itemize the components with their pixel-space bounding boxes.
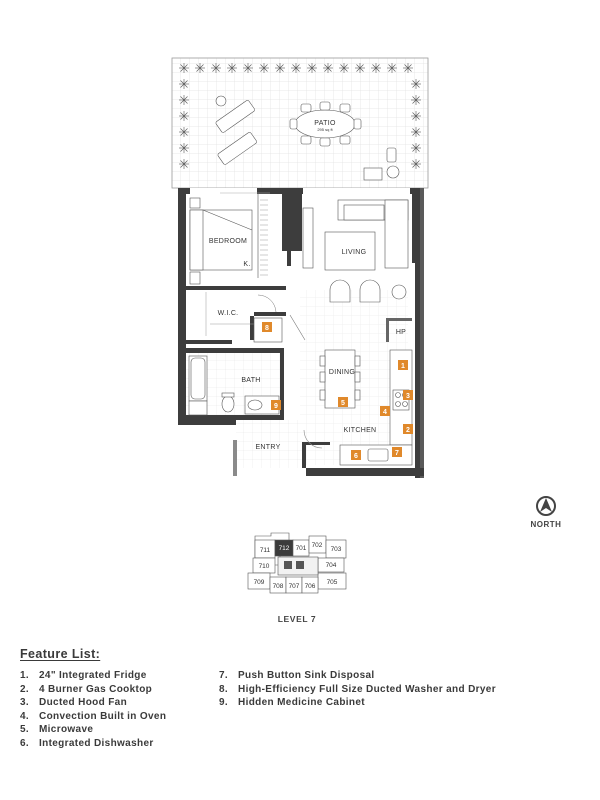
- plant-icon: [323, 63, 333, 73]
- badge-5: 5: [338, 397, 348, 407]
- plant-icon: [195, 63, 205, 73]
- living-furniture: [302, 199, 409, 303]
- feature-item: 1.24" Integrated Fridge: [20, 670, 147, 681]
- plant-icon: [339, 63, 349, 73]
- svg-text:6: 6: [354, 453, 358, 460]
- plant-icon: [179, 63, 189, 73]
- bedroom: [189, 192, 270, 285]
- plant-icon: [179, 111, 189, 121]
- entry-label: ENTRY: [255, 444, 280, 451]
- plant-icon: [179, 127, 189, 137]
- badge-8: 8: [262, 322, 272, 332]
- bedroom-label: BEDROOM: [209, 238, 247, 245]
- feature-item: 8.High-Efficiency Full Size Ducted Washe…: [219, 683, 496, 695]
- patio-dining-set: [289, 101, 400, 181]
- patio-area-label: 295 sq ft: [317, 127, 333, 132]
- unit-703: 703: [331, 546, 342, 553]
- svg-text:5: 5: [341, 400, 345, 407]
- badge-6: 6: [351, 450, 361, 460]
- plant-icon: [411, 127, 421, 137]
- plant-icon: [259, 63, 269, 73]
- feature-item: 7.Push Button Sink Disposal: [219, 670, 375, 681]
- plant-icon: [411, 111, 421, 121]
- plant-icon: [179, 79, 189, 89]
- floor-plan-drawing: PATIO 295 sq ft: [171, 57, 562, 624]
- plant-icon: [411, 95, 421, 105]
- feature-item: 3.Ducted Hood Fan: [20, 697, 128, 709]
- feature-item: 9.Hidden Medicine Cabinet: [219, 697, 365, 709]
- feature-item: 5.Microwave: [20, 724, 94, 736]
- feature-list-column-right: 7.Push Button Sink Disposal 8.High-Effic…: [219, 669, 496, 710]
- badge-1: 1: [398, 360, 408, 370]
- unit-711: 711: [260, 547, 271, 554]
- hp-label: HP: [396, 329, 406, 336]
- plant-icon: [291, 63, 301, 73]
- patio-label: PATIO: [314, 120, 336, 127]
- badge-9: 9: [271, 400, 281, 410]
- plant-icon: [371, 63, 381, 73]
- svg-text:9: 9: [274, 403, 278, 410]
- bathroom-fixtures: [188, 355, 280, 416]
- key-plan-unit-labels: 711 712 701 702 703 710 704 709 705 708 …: [254, 542, 342, 590]
- key-plan: [247, 532, 347, 594]
- plant-icon: [403, 63, 413, 73]
- unit-709: 709: [254, 579, 265, 586]
- unit-701: 701: [296, 545, 307, 552]
- feature-item: 4.Convection Built in Oven: [20, 710, 167, 722]
- feature-badges: 1 3 4 2 5 6 7 8 9: [262, 322, 413, 460]
- plant-icon: [243, 63, 253, 73]
- unit-707: 707: [289, 583, 300, 590]
- badge-2: 2: [403, 424, 413, 434]
- svg-text:2: 2: [406, 427, 410, 434]
- plant-icon: [211, 63, 221, 73]
- north-compass-icon: [536, 496, 556, 516]
- svg-text:7: 7: [395, 450, 399, 457]
- planter-plants: [179, 63, 421, 169]
- plant-icon: [411, 159, 421, 169]
- bath-label: BATH: [241, 377, 260, 384]
- plant-icon: [387, 63, 397, 73]
- unit-706: 706: [305, 583, 316, 590]
- level-label: LEVEL 7: [278, 614, 317, 624]
- plant-icon: [275, 63, 285, 73]
- plant-icon: [411, 79, 421, 89]
- feature-item: 2.4 Burner Gas Cooktop: [20, 683, 153, 695]
- unit-710: 710: [259, 563, 270, 570]
- plant-icon: [355, 63, 365, 73]
- unit-705: 705: [327, 579, 338, 586]
- lounge-chair: [215, 95, 257, 165]
- wic-label: W.I.C.: [218, 310, 239, 317]
- svg-text:8: 8: [265, 325, 269, 332]
- walls: [178, 188, 424, 478]
- badge-3: 3: [403, 390, 413, 400]
- feature-item: 6.Integrated Dishwasher: [20, 737, 154, 749]
- svg-text:3: 3: [406, 393, 410, 400]
- plant-icon: [179, 159, 189, 169]
- plant-icon: [179, 95, 189, 105]
- plant-icon: [411, 143, 421, 153]
- badge-4: 4: [380, 406, 390, 416]
- patio-area: PATIO 295 sq ft: [171, 57, 429, 189]
- svg-text:1: 1: [401, 363, 405, 370]
- closet-k-label: K.: [243, 261, 250, 268]
- dining-label: DINING: [329, 369, 355, 376]
- plant-icon: [179, 143, 189, 153]
- kitchen-label: KITCHEN: [344, 427, 377, 434]
- svg-text:4: 4: [383, 409, 387, 416]
- north-label: NORTH: [531, 520, 562, 529]
- unit-702: 702: [312, 542, 323, 549]
- plant-icon: [307, 63, 317, 73]
- unit-704: 704: [326, 562, 337, 569]
- unit-708: 708: [273, 583, 284, 590]
- plant-icon: [227, 63, 237, 73]
- badge-7: 7: [392, 447, 402, 457]
- living-label: LIVING: [342, 249, 367, 256]
- unit-712: 712: [279, 545, 290, 552]
- feature-list-title: Feature List:: [20, 647, 101, 661]
- feature-list: Feature List: 1.24" Integrated Fridge 2.…: [20, 647, 580, 749]
- feature-list-column-left: 1.24" Integrated Fridge 2.4 Burner Gas C…: [20, 669, 166, 751]
